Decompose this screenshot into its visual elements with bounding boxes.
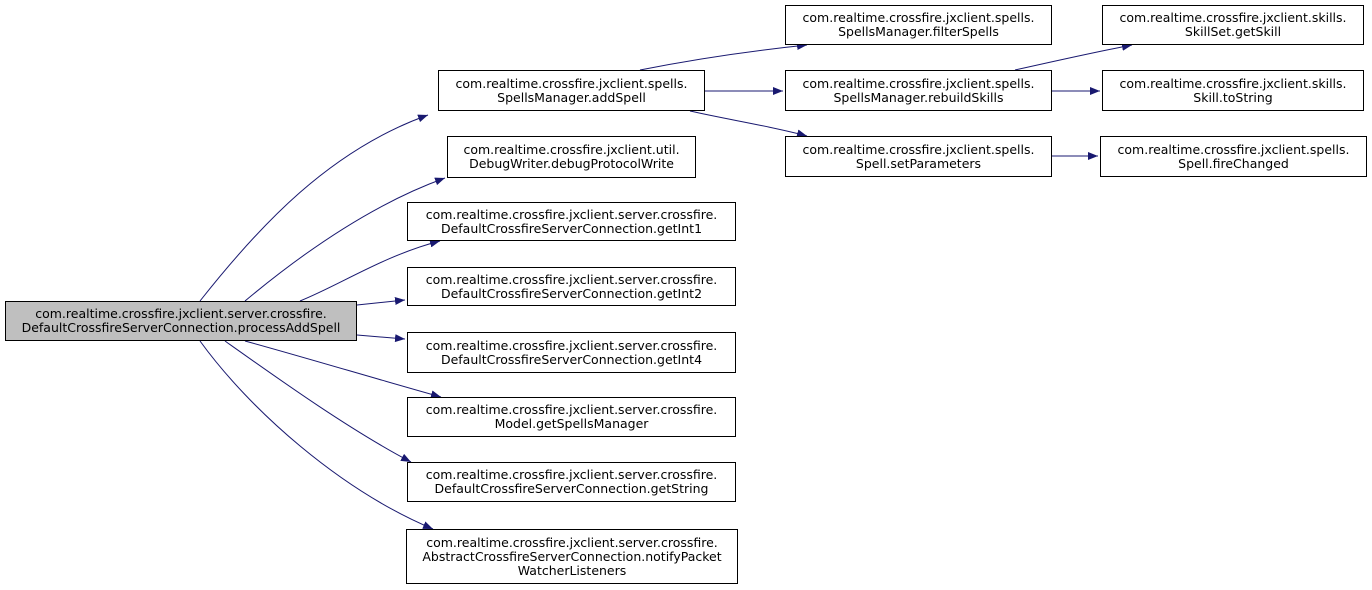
node-label-line: DefaultCrossfireServerConnection.getStri…	[434, 481, 709, 496]
node-label-line: com.realtime.crossfire.jxclient.util.	[463, 142, 680, 157]
node-label-line: com.realtime.crossfire.jxclient.skills.	[1119, 75, 1347, 91]
node-getString[interactable]: com.realtime.crossfire.jxclient.server.c…	[407, 462, 736, 502]
edge-addSpell-to-filterSpells	[639, 42, 808, 71]
node-rebuildSkills[interactable]: com.realtime.crossfire.jxclient.spells.S…	[785, 70, 1052, 111]
node-label-line: com.realtime.crossfire.jxclient.server.c…	[425, 337, 718, 353]
node-filterSpells[interactable]: com.realtime.crossfire.jxclient.spells.S…	[785, 5, 1052, 45]
node-addSpell[interactable]: com.realtime.crossfire.jxclient.spells.S…	[438, 70, 705, 111]
edge-addSpell-to-setParameters	[689, 110, 808, 138]
node-getSpellsManager[interactable]: com.realtime.crossfire.jxclient.server.c…	[407, 397, 736, 437]
node-label-line: DefaultCrossfireServerConnection.getInt2	[440, 285, 703, 301]
node-notifyPacketWatcherListeners[interactable]: com.realtime.crossfire.jxclient.server.c…	[406, 529, 738, 584]
node-label-line: com.realtime.crossfire.jxclient.spells.	[802, 141, 1035, 157]
node-label-line: com.realtime.crossfire.jxclient.server.c…	[426, 534, 718, 550]
edge-processAddSpell-to-getSpellsManager	[244, 340, 442, 399]
node-debugProtocolWrite[interactable]: com.realtime.crossfire.jxclient.util.Deb…	[447, 136, 696, 178]
node-label-line: SpellsManager.rebuildSkills	[833, 89, 1004, 105]
node-label-line: DefaultCrossfireServerConnection.getInt4	[440, 351, 703, 367]
node-label-line: com.realtime.crossfire.jxclient.server.c…	[425, 402, 718, 417]
edge-processAddSpell-to-notifyPacketWatcherListeners	[199, 340, 434, 530]
node-getInt1[interactable]: com.realtime.crossfire.jxclient.server.c…	[407, 202, 736, 241]
node-label-line: com.realtime.crossfire.jxclient.server.c…	[425, 467, 718, 482]
node-getSkill[interactable]: com.realtime.crossfire.jxclient.skills.S…	[1102, 5, 1364, 45]
node-fireChanged[interactable]: com.realtime.crossfire.jxclient.spells.S…	[1100, 136, 1367, 177]
node-label-line: com.realtime.crossfire.jxclient.spells.	[802, 75, 1035, 91]
node-label-line: DebugWriter.debugProtocolWrite	[469, 156, 674, 171]
node-processAddSpell: com.realtime.crossfire.jxclient.server.c…	[5, 301, 357, 341]
node-label-line: AbstractCrossfireServerConnection.notify…	[422, 548, 722, 564]
node-label-line: SpellsManager.addSpell	[497, 89, 646, 105]
node-label-line: com.realtime.crossfire.jxclient.server.c…	[425, 206, 718, 222]
node-label-line: SkillSet.getSkill	[1184, 24, 1282, 39]
node-label-line: com.realtime.crossfire.jxclient.spells.	[455, 75, 688, 91]
node-label-line: Model.getSpellsManager	[494, 416, 649, 431]
node-label-line: DefaultCrossfireServerConnection.process…	[21, 320, 341, 335]
edge-processAddSpell-to-getInt1	[299, 239, 441, 302]
node-label-line: com.realtime.crossfire.jxclient.server.c…	[35, 306, 327, 321]
node-getInt2[interactable]: com.realtime.crossfire.jxclient.server.c…	[407, 267, 736, 306]
node-label-line: com.realtime.crossfire.jxclient.skills.	[1119, 10, 1347, 25]
edge-processAddSpell-to-getInt2	[356, 297, 406, 306]
node-toString[interactable]: com.realtime.crossfire.jxclient.skills.S…	[1102, 70, 1364, 111]
node-label-line: Spell.setParameters	[855, 155, 982, 171]
node-label-line: com.realtime.crossfire.jxclient.server.c…	[425, 271, 718, 287]
edge-processAddSpell-to-debugProtocolWrite	[244, 177, 446, 302]
node-setParameters[interactable]: com.realtime.crossfire.jxclient.spells.S…	[785, 136, 1052, 177]
node-label-line: com.realtime.crossfire.jxclient.spells.	[802, 10, 1035, 25]
node-label-line: SpellsManager.filterSpells	[838, 24, 999, 39]
node-label-line: com.realtime.crossfire.jxclient.spells.	[1117, 141, 1350, 157]
edge-processAddSpell-to-getString	[224, 340, 412, 463]
edge-rebuildSkills-to-getSkill	[1014, 42, 1133, 71]
node-getInt4[interactable]: com.realtime.crossfire.jxclient.server.c…	[407, 332, 736, 373]
edge-processAddSpell-to-addSpell	[199, 114, 429, 302]
node-label-line: DefaultCrossfireServerConnection.getInt1	[440, 220, 703, 236]
edge-processAddSpell-to-getInt4	[356, 334, 406, 343]
node-label-line: Spell.fireChanged	[1178, 155, 1289, 171]
node-label-line: Skill.toString	[1193, 89, 1273, 105]
node-label-line: WatcherListeners	[517, 562, 627, 578]
